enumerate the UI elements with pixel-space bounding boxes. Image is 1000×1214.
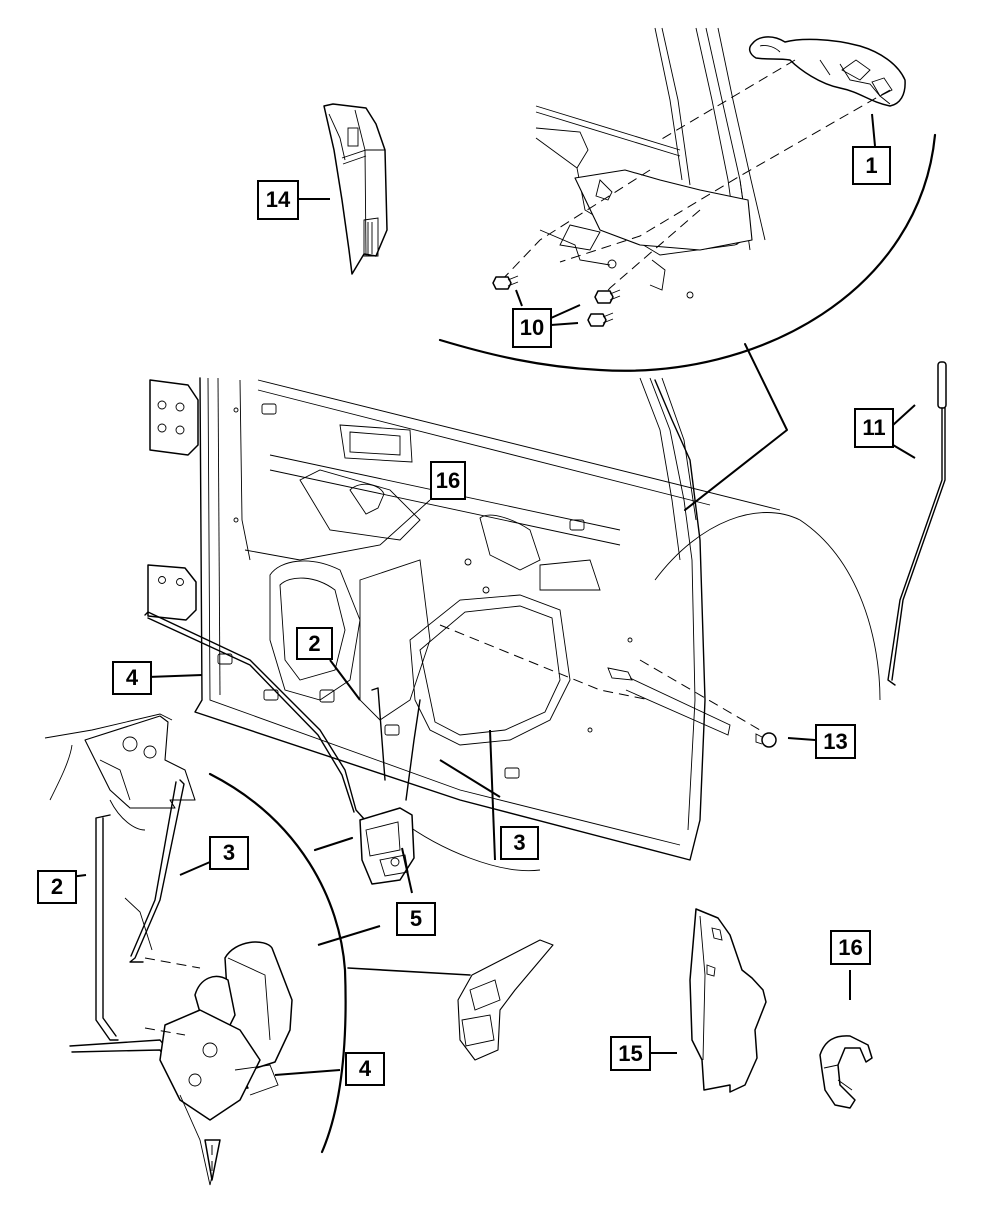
callout-3-detail[interactable]: 3 — [209, 836, 249, 870]
callout-15[interactable]: 15 — [610, 1036, 651, 1071]
dash-line — [559, 89, 891, 263]
callout-11[interactable]: 11 — [854, 408, 894, 448]
leader-13 — [787, 737, 816, 741]
leader-5 — [401, 847, 413, 894]
part-13-push-pin[interactable] — [607, 659, 777, 748]
leader-1 — [871, 113, 876, 147]
door-inner-panel — [147, 377, 781, 861]
part-14-trim-bracket[interactable] — [323, 103, 388, 275]
leader-5 — [317, 925, 381, 946]
part-5-door-latch-installed[interactable] — [359, 807, 415, 885]
leader-11 — [892, 404, 916, 426]
leader-4 — [147, 674, 203, 678]
part-5-latch-detail[interactable] — [144, 941, 293, 1186]
callout-13[interactable]: 13 — [815, 724, 856, 759]
dash-line — [439, 624, 651, 701]
part-16-rod-clip[interactable] — [819, 1035, 873, 1109]
callout-4-lower[interactable]: 4 — [345, 1052, 385, 1086]
leader-11 — [892, 444, 916, 459]
detail-circle-upper — [438, 133, 937, 511]
leader-3 — [179, 861, 211, 876]
callout-4-upper[interactable]: 4 — [112, 661, 152, 695]
callout-16-clip[interactable]: 16 — [830, 930, 871, 965]
part-10-screws[interactable] — [492, 275, 621, 327]
leader-10 — [550, 304, 581, 319]
callout-5[interactable]: 5 — [396, 902, 436, 936]
callout-2-upper[interactable]: 2 — [296, 627, 333, 660]
detail-exterior-handle — [44, 713, 196, 831]
detail-rod-clip — [457, 939, 554, 1061]
detail-circle-lower — [208, 772, 471, 1154]
part-1-outside-handle[interactable] — [748, 36, 906, 107]
rod-11-linkage — [654, 512, 881, 701]
dash-line — [499, 169, 651, 283]
detail-door-frame — [535, 27, 766, 299]
callout-3-right[interactable]: 3 — [500, 826, 539, 860]
part-11-lock-cylinder-rod[interactable] — [887, 361, 947, 686]
leader-3 — [489, 729, 496, 861]
leader-4 — [274, 1069, 341, 1076]
callout-10[interactable]: 10 — [512, 308, 552, 348]
part-15-latch-shield[interactable] — [689, 908, 767, 1093]
leader-10 — [515, 289, 523, 307]
door-rods — [144, 611, 541, 872]
leader-3 — [439, 759, 501, 798]
callout-16-door[interactable]: 16 — [430, 461, 466, 500]
leader-2 — [329, 659, 361, 701]
dash-line — [659, 59, 796, 141]
callout-1[interactable]: 1 — [852, 146, 891, 185]
leader-10 — [550, 322, 579, 326]
callout-2-lower[interactable]: 2 — [37, 870, 77, 904]
callout-14[interactable]: 14 — [257, 180, 299, 220]
